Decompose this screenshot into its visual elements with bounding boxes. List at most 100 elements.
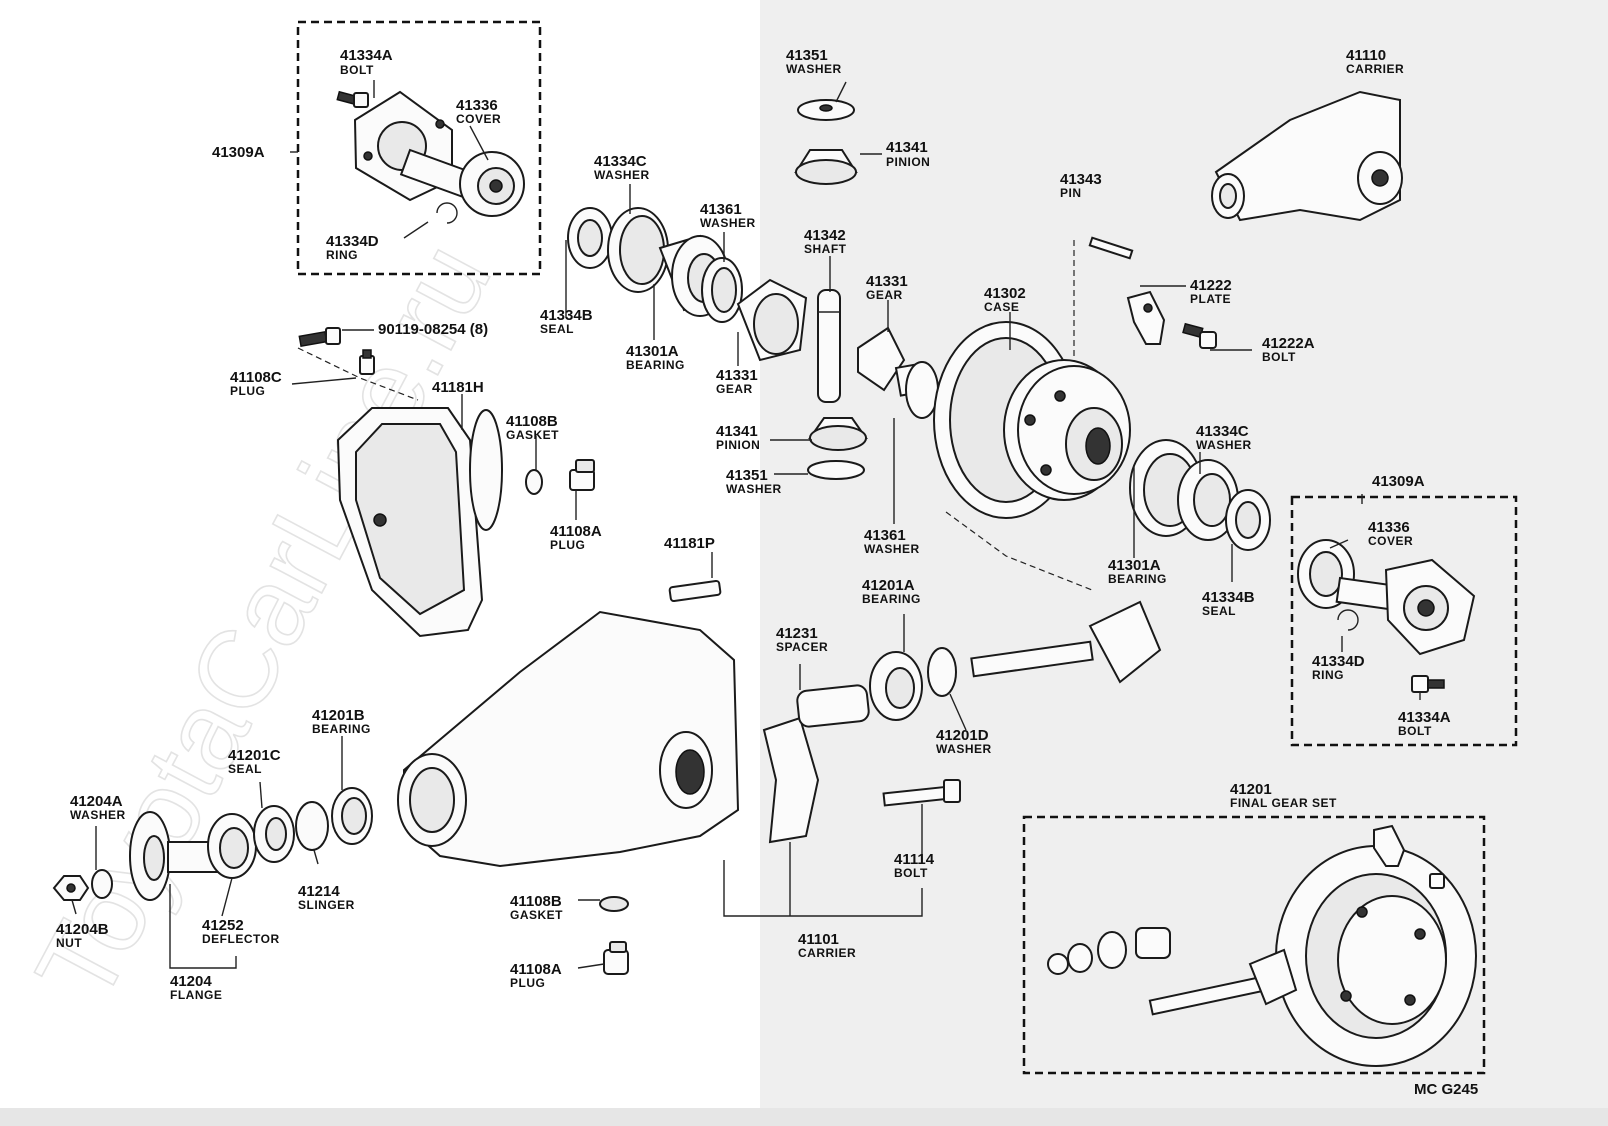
- washer-41361-top-shape: [701, 257, 743, 323]
- svg-text:BEARING: BEARING: [312, 722, 371, 736]
- cover-41336-left-shape: [353, 90, 525, 217]
- bolt-leader-dashed: [297, 347, 419, 401]
- group-box-41309A-right: [1290, 495, 1518, 747]
- washer-41351-mid-shape: [807, 460, 865, 480]
- svg-text:41309A: 41309A: [1372, 473, 1425, 490]
- svg-text:41334D: 41334D: [326, 233, 379, 250]
- svg-text:WASHER: WASHER: [726, 482, 782, 496]
- svg-text:RING: RING: [1312, 668, 1344, 682]
- ring-41334D-left-shape: [436, 202, 458, 224]
- svg-text:CASE: CASE: [984, 300, 1019, 314]
- svg-text:41331: 41331: [716, 367, 758, 384]
- group-box-41201-final-gear-set: [1022, 815, 1486, 1075]
- svg-text:WASHER: WASHER: [936, 742, 992, 756]
- svg-text:41201B: 41201B: [312, 707, 365, 724]
- svg-text:NUT: NUT: [56, 936, 82, 950]
- shaft-41342-shape: [817, 289, 841, 403]
- svg-text:GEAR: GEAR: [716, 382, 753, 396]
- svg-text:41101: 41101: [798, 931, 839, 948]
- svg-text:41302: 41302: [984, 285, 1026, 302]
- svg-text:41222: 41222: [1190, 277, 1232, 294]
- svg-text:COVER: COVER: [456, 112, 501, 126]
- svg-text:41201A: 41201A: [862, 577, 915, 594]
- svg-text:41201: 41201: [1230, 781, 1272, 798]
- svg-text:GASKET: GASKET: [506, 428, 559, 442]
- svg-text:PLUG: PLUG: [510, 976, 545, 990]
- pinion-41341-mid-shape: [808, 417, 868, 451]
- ring-41334D-right-shape: [1337, 609, 1359, 631]
- bearing-cap-shape: [762, 716, 820, 844]
- group-box-41309A-left: [296, 20, 542, 276]
- washer-41351-hole: [819, 104, 833, 112]
- svg-text:41222A: 41222A: [1262, 335, 1315, 352]
- svg-text:41201C: 41201C: [228, 747, 281, 764]
- svg-text:SHAFT: SHAFT: [804, 242, 847, 256]
- background-bottom-strip: [0, 1108, 1608, 1126]
- svg-text:41341: 41341: [716, 423, 758, 440]
- svg-text:WASHER: WASHER: [700, 216, 756, 230]
- bolt-90119-shape: [298, 327, 341, 348]
- seal-41334B-top-shape: [567, 207, 613, 269]
- svg-text:41341: 41341: [886, 139, 928, 156]
- svg-text:41336: 41336: [456, 97, 498, 114]
- svg-text:41301A: 41301A: [626, 343, 679, 360]
- svg-text:PINION: PINION: [716, 438, 760, 452]
- washer-41361-mid-shape: [905, 361, 939, 419]
- svg-text:SLINGER: SLINGER: [298, 898, 355, 912]
- svg-text:PIN: PIN: [1060, 186, 1082, 200]
- svg-text:MC G245: MC G245: [1414, 1081, 1478, 1098]
- svg-text:41214: 41214: [298, 883, 340, 900]
- washer-41201D-shape: [927, 647, 957, 697]
- svg-text:41301A: 41301A: [1108, 557, 1161, 574]
- svg-text:41334A: 41334A: [1398, 709, 1451, 726]
- bearing-41201A-shape: [869, 651, 923, 721]
- case-41302-shape: [1003, 359, 1131, 501]
- washer-41204A-shape: [91, 869, 113, 899]
- spacer-41231-shape: [796, 684, 870, 728]
- plug-41108A-top-shape: [569, 459, 595, 491]
- svg-text:41351: 41351: [786, 47, 828, 64]
- svg-text:41342: 41342: [804, 227, 846, 244]
- svg-text:41108B: 41108B: [510, 893, 562, 910]
- bolt-41334A-right-shape: [1411, 675, 1445, 693]
- svg-text:41181H: 41181H: [432, 379, 484, 396]
- gasket-41108B-top-shape: [525, 469, 543, 495]
- svg-text:FLANGE: FLANGE: [170, 988, 222, 1002]
- svg-text:41110: 41110: [1346, 47, 1386, 64]
- svg-text:41114: 41114: [894, 851, 935, 868]
- svg-text:BEARING: BEARING: [862, 592, 921, 606]
- svg-text:DEFLECTOR: DEFLECTOR: [202, 932, 280, 946]
- bolt-41334A-left-shape: [336, 90, 369, 108]
- gasket-41108B-bottom-shape: [599, 896, 629, 912]
- svg-text:BOLT: BOLT: [1262, 350, 1296, 364]
- slinger-41214-shape: [295, 801, 329, 851]
- seal-41201C-shape: [253, 805, 295, 863]
- svg-text:41334C: 41334C: [1196, 423, 1249, 440]
- label-41309A-right: 41309A: [1372, 473, 1425, 490]
- svg-text:41334A: 41334A: [340, 47, 393, 64]
- svg-text:90119-08254 (8): 90119-08254 (8): [378, 321, 488, 338]
- svg-text:41309A: 41309A: [212, 144, 265, 161]
- svg-text:PLATE: PLATE: [1190, 292, 1231, 306]
